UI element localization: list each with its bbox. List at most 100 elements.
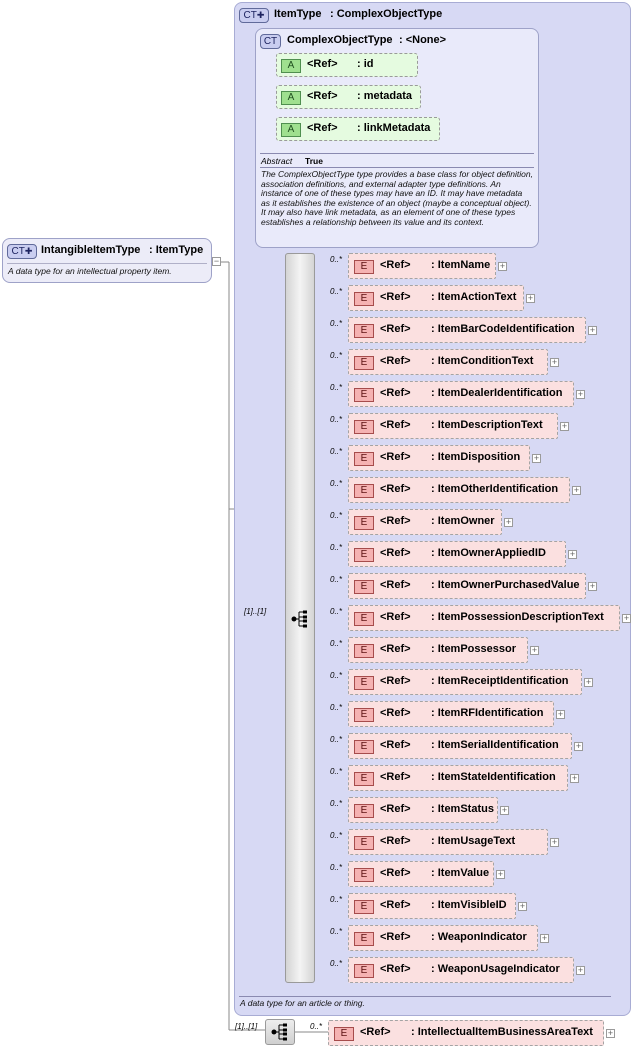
expand-icon[interactable]: + [570,773,579,783]
element-row[interactable]: E<Ref>: WeaponUsageIndicator [348,957,574,983]
expand-intangible-icon[interactable]: − [212,256,221,266]
sequence-icon [271,1023,287,1041]
element-name: : ItemOwnerPurchasedValue [431,579,580,591]
complex-type-badge: CT [260,34,281,49]
element-row[interactable]: E<Ref>: ItemUsageText [348,829,548,855]
element-row[interactable]: E<Ref>: ItemPossessionDescriptionText [348,605,620,631]
element-row[interactable]: E <Ref> : ItemName [348,253,496,279]
element-name: : ItemStateIdentification [431,771,556,783]
attribute-metadata[interactable]: A <Ref> : metadata [276,85,421,109]
element-name: : ItemSerialIdentification [431,739,559,751]
expand-icon[interactable]: + [530,645,539,655]
attribute-id[interactable]: A <Ref> : id [276,53,418,77]
expand-icon[interactable]: + [568,549,577,559]
element-badge: E [354,676,374,690]
expand-icon[interactable]: + [588,581,597,591]
element-ref: <Ref> [380,867,411,879]
element-row[interactable]: E<Ref>: ItemVisibleID [348,893,516,919]
complexobjecttype-base: : <None> [399,34,447,46]
element-cardinality: 0..* [330,479,343,488]
element-name: : ItemName [431,259,491,271]
expand-icon[interactable]: + [606,1028,615,1038]
element-name: : ItemRFIdentification [431,707,544,719]
element-ref: <Ref> [380,259,411,271]
expand-icon[interactable]: + [498,261,507,271]
element-row[interactable]: E<Ref>: ItemOwnerAppliedID [348,541,566,567]
element-row[interactable]: E<Ref>: ItemOwnerPurchasedValue [348,573,586,599]
element-ref: <Ref> [380,675,411,687]
expand-icon[interactable]: + [532,453,541,463]
complex-type-badge: CT✚ [7,244,37,259]
intangible-sequence-compositor[interactable] [265,1019,295,1045]
expand-icon[interactable]: + [550,837,559,847]
element-intellectualitembusinessareatext[interactable]: E <Ref> : IntellectualItemBusinessAreaTe… [328,1020,604,1046]
element-name: : ItemUsageText [431,835,516,847]
expand-icon[interactable]: + [584,677,593,687]
element-ref: <Ref> [380,643,411,655]
sequence-compositor[interactable] [285,253,315,983]
element-row[interactable]: E<Ref>: ItemReceiptIdentification [348,669,582,695]
element-name: : WeaponIndicator [431,931,527,943]
expand-icon[interactable]: + [556,709,565,719]
expand-icon[interactable]: + [550,357,559,367]
expand-icon[interactable]: + [574,741,583,751]
expand-icon[interactable]: + [496,869,505,879]
element-badge: E [354,356,374,370]
element-row[interactable]: E<Ref>: ItemActionText [348,285,524,311]
element-row[interactable]: E<Ref>: ItemValue [348,861,494,887]
element-name: : IntellectualItemBusinessAreaText [411,1026,593,1038]
element-ref: <Ref> [380,419,411,431]
expand-icon[interactable]: + [576,389,585,399]
attribute-linkmetadata[interactable]: A <Ref> : linkMetadata [276,117,440,141]
element-badge: E [354,644,374,658]
intangibleitemtype-box: CT✚ IntangibleItemType : ItemType A data… [2,238,212,283]
element-cardinality: 0..* [330,639,343,648]
expand-icon[interactable]: + [572,485,581,495]
element-row[interactable]: E<Ref>: ItemBarCodeIdentification [348,317,586,343]
element-badge: E [354,900,374,914]
element-ref: <Ref> [380,835,411,847]
element-ref: <Ref> [360,1026,391,1038]
intangible-sequence-cardinality: [1]..[1] [235,1022,258,1031]
itemtype-separator [239,996,611,997]
expand-icon[interactable]: + [622,613,631,623]
element-ref: <Ref> [380,931,411,943]
element-name: : ItemStatus [431,803,494,815]
element-cardinality: 0..* [330,671,343,680]
element-badge: E [354,516,374,530]
element-badge: E [354,292,374,306]
element-row[interactable]: E<Ref>: ItemRFIdentification [348,701,554,727]
expand-icon[interactable]: + [518,901,527,911]
element-badge: E [354,548,374,562]
attribute-badge: A [281,123,301,137]
attribute-ref: <Ref> [307,90,338,102]
element-ref: <Ref> [380,707,411,719]
element-name: : ItemDescriptionText [431,419,543,431]
element-cardinality: 0..* [330,415,343,424]
element-row[interactable]: E<Ref>: ItemDescriptionText [348,413,558,439]
element-row[interactable]: E<Ref>: ItemPossessor [348,637,528,663]
element-name: : ItemOwner [431,515,495,527]
element-badge: E [354,260,374,274]
expand-icon[interactable]: + [560,421,569,431]
element-row[interactable]: E<Ref>: ItemOwner [348,509,502,535]
element-ref: <Ref> [380,483,411,495]
expand-icon[interactable]: + [504,517,513,527]
element-row[interactable]: E<Ref>: ItemConditionText [348,349,548,375]
element-ref: <Ref> [380,547,411,559]
element-row[interactable]: E<Ref>: ItemStateIdentification [348,765,568,791]
expand-icon[interactable]: + [500,805,509,815]
expand-icon[interactable]: + [576,965,585,975]
element-badge: E [354,324,374,338]
element-row[interactable]: E<Ref>: WeaponIndicator [348,925,538,951]
attribute-ref: <Ref> [307,122,338,134]
element-row[interactable]: E<Ref>: ItemStatus [348,797,498,823]
element-row[interactable]: E<Ref>: ItemSerialIdentification [348,733,572,759]
element-row[interactable]: E<Ref>: ItemDisposition [348,445,530,471]
expand-icon[interactable]: + [540,933,549,943]
expand-icon[interactable]: + [588,325,597,335]
expand-icon[interactable]: + [526,293,535,303]
element-row[interactable]: E<Ref>: ItemDealerIdentification [348,381,574,407]
element-row[interactable]: E<Ref>: ItemOtherIdentification [348,477,570,503]
itemtype-description: A data type for an article or thing. [240,998,365,1008]
